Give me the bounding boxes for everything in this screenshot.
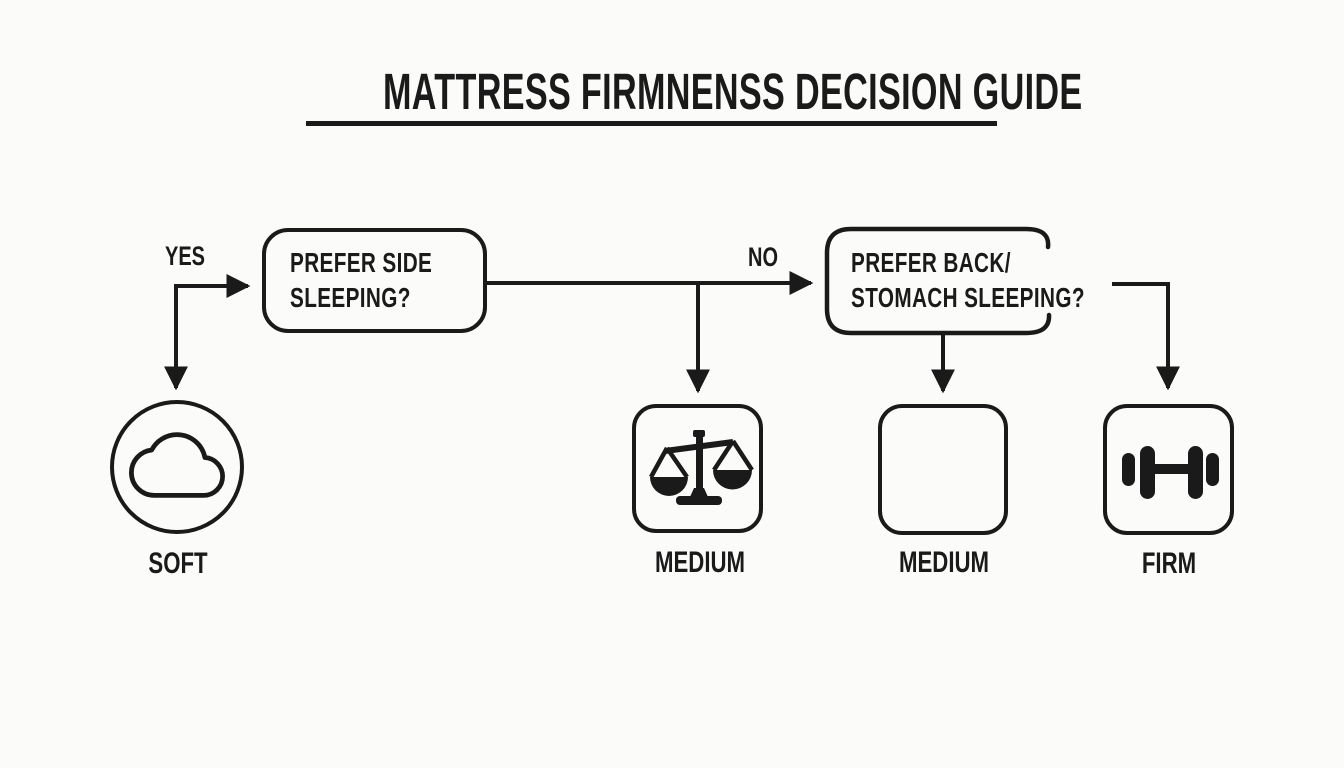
outcome-label-medium-empty: MEDIUM <box>898 546 990 579</box>
outcome-node-soft <box>110 400 244 534</box>
outcome-label-medium-scale: MEDIUM <box>654 546 746 579</box>
decision-box-side-sleeping-text: PREFER SIDE SLEEPING? <box>290 245 482 315</box>
outcome-node-firm <box>1103 404 1234 535</box>
outcome-node-medium-scale <box>632 404 763 533</box>
decision-box-side-line2: SLEEPING? <box>290 282 411 313</box>
connector-yes-arrow-to-q1 <box>174 274 251 298</box>
page-title: MATTRESS FIRMNENSS DECISION GUIDE <box>383 63 1083 120</box>
label-yes: YES <box>165 241 205 271</box>
decision-box-back-stomach-text: PREFER BACK/ STOMACH SLEEPING? <box>851 245 1167 315</box>
title-underline <box>306 121 997 126</box>
outcome-label-firm: FIRM <box>1141 547 1197 580</box>
decision-box-side-sleeping <box>262 228 487 333</box>
decision-box-back-stomach-line1: PREFER BACK/ <box>851 247 1011 278</box>
outcome-label-soft: SOFT <box>148 547 208 580</box>
decision-box-side-line1: PREFER SIDE <box>290 247 433 278</box>
label-no: NO <box>748 242 778 272</box>
outcome-node-medium-empty <box>878 404 1008 535</box>
decision-box-back-stomach-line2: STOMACH SLEEPING? <box>851 282 1085 313</box>
